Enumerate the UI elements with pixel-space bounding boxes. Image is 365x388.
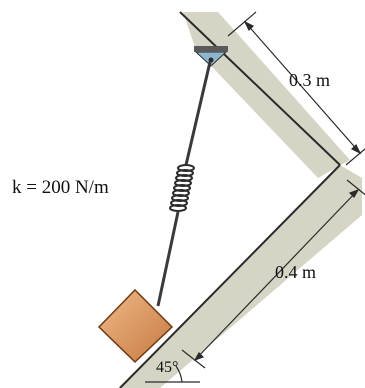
pin-support <box>194 46 228 67</box>
lower-dimension <box>181 179 365 369</box>
incline-shading <box>118 165 362 388</box>
spring <box>169 164 195 212</box>
lower-rod <box>156 211 180 307</box>
upper-length-label: 0.3 m <box>289 70 330 90</box>
upper-dimension <box>227 11 365 166</box>
upper-rod <box>184 61 212 166</box>
angle-label: 45° <box>156 359 178 376</box>
incline-line <box>119 164 341 388</box>
angle-marker <box>145 365 200 383</box>
block <box>97 288 174 364</box>
lower-length-label: 0.4 m <box>275 262 316 282</box>
upper-wall-line <box>179 11 341 166</box>
spring-constant-label: k = 200 N/m <box>12 177 109 198</box>
